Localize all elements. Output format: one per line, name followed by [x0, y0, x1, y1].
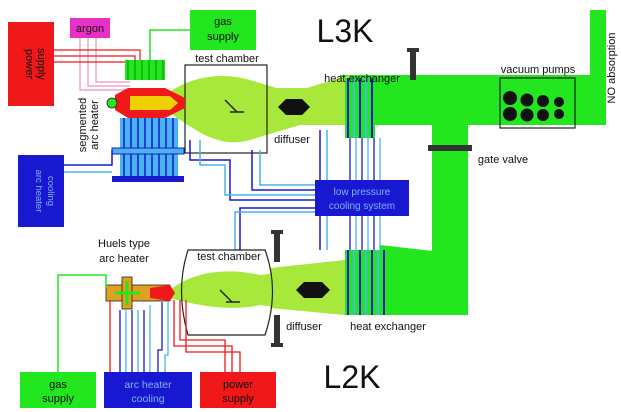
top-exhaust-duct: [340, 75, 595, 125]
top-test-chamber: [184, 64, 268, 154]
bottom-post-2: [274, 315, 280, 345]
gate-valve: [428, 145, 472, 151]
top-flow-path: [165, 75, 350, 143]
segmented-arc-heater: [106, 60, 185, 182]
power-supply-bottom-label-1: power: [223, 379, 253, 391]
vacuum-pump-rotors: [503, 91, 564, 122]
gas-supply-top-label-1: gas: [214, 16, 232, 28]
vacuum-pumps-housing: [499, 77, 576, 129]
bottom-plume: [170, 270, 300, 310]
top-diffuser-cone: [300, 75, 350, 125]
exhaust-ducting: [340, 10, 606, 315]
power-supply-top: [8, 22, 54, 106]
top-model-sting: [224, 99, 238, 113]
huels-supply-lines: [109, 300, 241, 372]
heat-exchanger-top-label: heat exchanger: [324, 73, 400, 85]
gas-supply-bottom-label-2: supply: [42, 393, 74, 405]
gas-supply-bottom: [20, 372, 96, 408]
arc-heater-cooling-bottom: [104, 372, 192, 408]
no-absorption-label: NO absorption: [606, 33, 618, 104]
top-heat-exchanger: [345, 78, 375, 138]
facility-label-bottom: L2K: [324, 359, 381, 395]
facility-label-top: L3K: [317, 13, 374, 49]
huels-label-1: Huels type: [98, 238, 150, 250]
vacuum-pumps-label: vacuum pumps: [501, 64, 576, 76]
low-pressure-cooling-label-1: low pressure: [334, 187, 391, 198]
gas-supply-top-label-2: supply: [207, 31, 239, 43]
arc-heater-cooling-top: [18, 155, 64, 227]
power-supply-bottom: [200, 372, 276, 408]
low-pressure-cooling-label-2: cooling system: [329, 201, 395, 212]
test-chamber-top-label: test chamber: [195, 53, 259, 65]
power-supply-top-label-1: power: [23, 49, 35, 79]
huels-arc-heater: [105, 276, 175, 310]
argon-label: argon: [76, 23, 104, 35]
diffuser-bottom-label: diffuser: [286, 321, 322, 333]
arc-heater-cooling-top-label-1: arc heater: [33, 170, 44, 213]
heat-exchanger-coolant-lines: [349, 138, 381, 250]
arc-heater-cooling-bottom-label-1: arc heater: [124, 379, 172, 391]
diffuser-top-label: diffuser: [274, 134, 310, 146]
bottom-model-sting: [219, 289, 233, 303]
bottom-test-chamber: [180, 249, 274, 336]
top-valve-post: [410, 50, 416, 80]
top-diffuser-body: [278, 99, 310, 115]
heat-exchanger-bottom-label: heat exchanger: [350, 321, 426, 333]
segmented-arc-heater-label-1: segmented: [77, 98, 89, 152]
bottom-post-1: [274, 232, 280, 262]
bottom-diffuser-body: [296, 282, 330, 298]
gas-supply-bottom-label-1: gas: [49, 379, 67, 391]
power-supply-bottom-label-2: supply: [222, 393, 254, 405]
segmented-arc-heater-label-2: arc heater: [89, 100, 101, 150]
gate-valve-label: gate valve: [478, 154, 528, 166]
test-chamber-bottom-label: test chamber: [197, 251, 261, 263]
bottom-heat-exchanger: [345, 250, 390, 315]
power-supply-top-label-2: supply: [35, 48, 47, 80]
no-absorption-stack: [590, 10, 606, 125]
low-pressure-cooling-system: [315, 180, 409, 216]
gas-supply-top: [190, 10, 256, 50]
bottom-exhaust-duct: [380, 245, 468, 315]
arc-heater-cooling-top-label-2: cooling: [45, 176, 56, 206]
argon-supply: [70, 18, 110, 38]
huels-label-2: arc heater: [99, 253, 149, 265]
arc-heater-cooling-bottom-label-2: cooling: [131, 393, 164, 405]
